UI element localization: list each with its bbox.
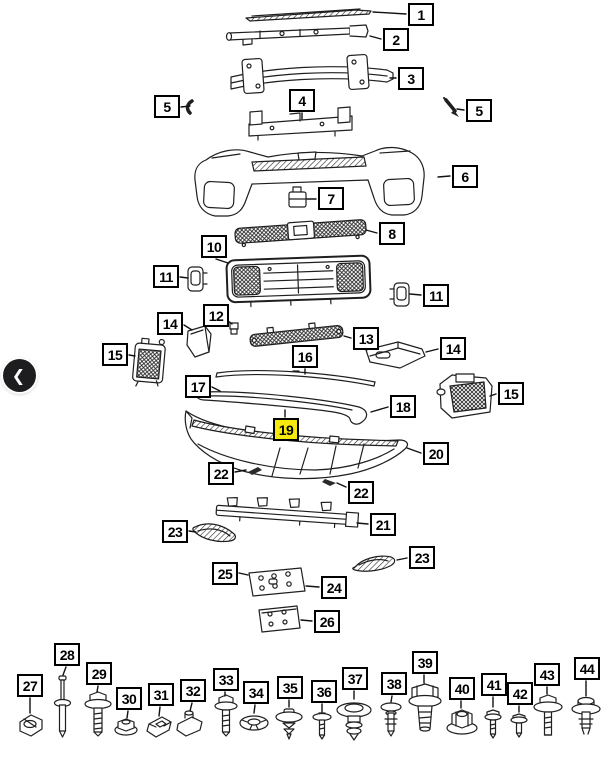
- callout-1[interactable]: 1: [408, 3, 434, 26]
- part-3-bumper-reinforcement: [230, 53, 394, 95]
- callout-27[interactable]: 27: [17, 674, 43, 697]
- callout-40[interactable]: 40: [449, 677, 475, 700]
- part-5-clip-right: [443, 97, 459, 117]
- callout-23[interactable]: 23: [162, 520, 188, 543]
- callout-31[interactable]: 31: [148, 683, 174, 706]
- callout-25[interactable]: 25: [212, 562, 238, 585]
- part-12-clip: [229, 322, 239, 335]
- callout-2[interactable]: 2: [383, 28, 409, 51]
- callout-5[interactable]: 5: [466, 99, 492, 122]
- callout-37[interactable]: 37: [342, 667, 368, 690]
- callout-26[interactable]: 26: [314, 610, 340, 633]
- part-23-molding-right: [352, 555, 396, 572]
- part-21-support-rail: [215, 497, 360, 529]
- callout-23[interactable]: 23: [409, 546, 435, 569]
- leader-lines: [29, 11, 587, 719]
- part-15-fog-lamp-left: [132, 337, 166, 387]
- part-23-molding-left: [192, 523, 236, 543]
- part-33-bolt: [214, 694, 238, 737]
- part-35-push-pin: [275, 708, 303, 740]
- callout-16[interactable]: 16: [292, 345, 318, 368]
- part-7-sensor-bracket: [288, 186, 307, 208]
- part-22-clip-left: [248, 467, 262, 475]
- part-4-mount-bracket: [248, 106, 353, 141]
- callout-43[interactable]: 43: [534, 663, 560, 686]
- callout-10[interactable]: 10: [201, 235, 227, 258]
- callout-41[interactable]: 41: [481, 673, 507, 696]
- part-34-retainer-washer: [239, 715, 269, 731]
- callout-28[interactable]: 28: [54, 643, 80, 666]
- callout-38[interactable]: 38: [381, 672, 407, 695]
- callout-29[interactable]: 29: [86, 662, 112, 685]
- callout-20[interactable]: 20: [423, 442, 449, 465]
- part-38-rivet: [380, 702, 402, 737]
- callout-36[interactable]: 36: [311, 680, 337, 703]
- part-14-bezel-right: [365, 341, 426, 369]
- callout-19-highlighted[interactable]: 19: [273, 418, 299, 441]
- callout-44[interactable]: 44: [574, 657, 600, 680]
- part-16-applique-strip: [215, 370, 376, 387]
- callout-39[interactable]: 39: [412, 651, 438, 674]
- part-10-center-grille: [225, 254, 372, 308]
- part-14-bezel-left: [186, 325, 212, 358]
- part-27-u-nut: [19, 714, 43, 737]
- callout-11[interactable]: 11: [153, 265, 179, 288]
- callout-3[interactable]: 3: [398, 67, 424, 90]
- part-31-snap-nut: [146, 716, 172, 738]
- part-40-flange-nut: [446, 709, 478, 735]
- callout-34[interactable]: 34: [243, 681, 269, 704]
- part-43-bolt-washer: [533, 694, 563, 736]
- part-8-upper-grille: [234, 219, 367, 248]
- part-1-shield-strip: [245, 8, 372, 22]
- part-13-lower-grille: [249, 322, 344, 347]
- callout-11[interactable]: 11: [423, 284, 449, 307]
- callout-18[interactable]: 18: [390, 395, 416, 418]
- chevron-left-icon: ❮: [11, 365, 26, 385]
- part-37-push-retainer: [336, 702, 372, 741]
- callout-21[interactable]: 21: [370, 513, 396, 536]
- part-29-bolt: [84, 691, 112, 737]
- callout-22[interactable]: 22: [348, 481, 374, 504]
- part-24-license-bracket: [248, 567, 306, 597]
- part-42-screw: [510, 713, 528, 738]
- callout-7[interactable]: 7: [318, 187, 344, 210]
- part-22-clip-right: [322, 479, 336, 486]
- callout-33[interactable]: 33: [213, 668, 239, 691]
- part-32-stud-clip: [176, 710, 203, 737]
- callout-17[interactable]: 17: [185, 375, 211, 398]
- part-41-screw: [484, 709, 502, 739]
- part-6-upper-fascia: [194, 146, 425, 217]
- callout-32[interactable]: 32: [180, 679, 206, 702]
- part-11-bracket-right: [389, 282, 410, 307]
- part-15-fog-lamp-right: [436, 373, 493, 419]
- callout-14[interactable]: 14: [157, 312, 183, 335]
- callout-22[interactable]: 22: [208, 462, 234, 485]
- part-2-crossmember-bar: [225, 24, 369, 46]
- prev-image-button[interactable]: ❮: [3, 359, 36, 392]
- callout-4[interactable]: 4: [289, 89, 315, 112]
- part-17-molding: [196, 391, 368, 425]
- part-36-screw: [312, 712, 332, 740]
- callout-6[interactable]: 6: [452, 165, 478, 188]
- callout-42[interactable]: 42: [507, 682, 533, 705]
- part-11-bracket-left: [187, 266, 208, 292]
- part-5-clip-left: [185, 99, 194, 115]
- callout-15[interactable]: 15: [102, 343, 128, 366]
- part-28-rivet: [53, 675, 72, 738]
- callout-5[interactable]: 5: [154, 95, 180, 118]
- callout-24[interactable]: 24: [321, 576, 347, 599]
- callout-35[interactable]: 35: [277, 676, 303, 699]
- part-39-hex-bolt: [408, 683, 442, 732]
- callout-8[interactable]: 8: [379, 222, 405, 245]
- part-44-push-rivet: [571, 696, 601, 735]
- part-30-nut: [114, 718, 138, 736]
- part-26-license-bracket-lower: [258, 605, 301, 633]
- callout-13[interactable]: 13: [353, 327, 379, 350]
- callout-12[interactable]: 12: [203, 304, 229, 327]
- callout-30[interactable]: 30: [116, 687, 142, 710]
- callout-14[interactable]: 14: [440, 337, 466, 360]
- callout-15[interactable]: 15: [498, 382, 524, 405]
